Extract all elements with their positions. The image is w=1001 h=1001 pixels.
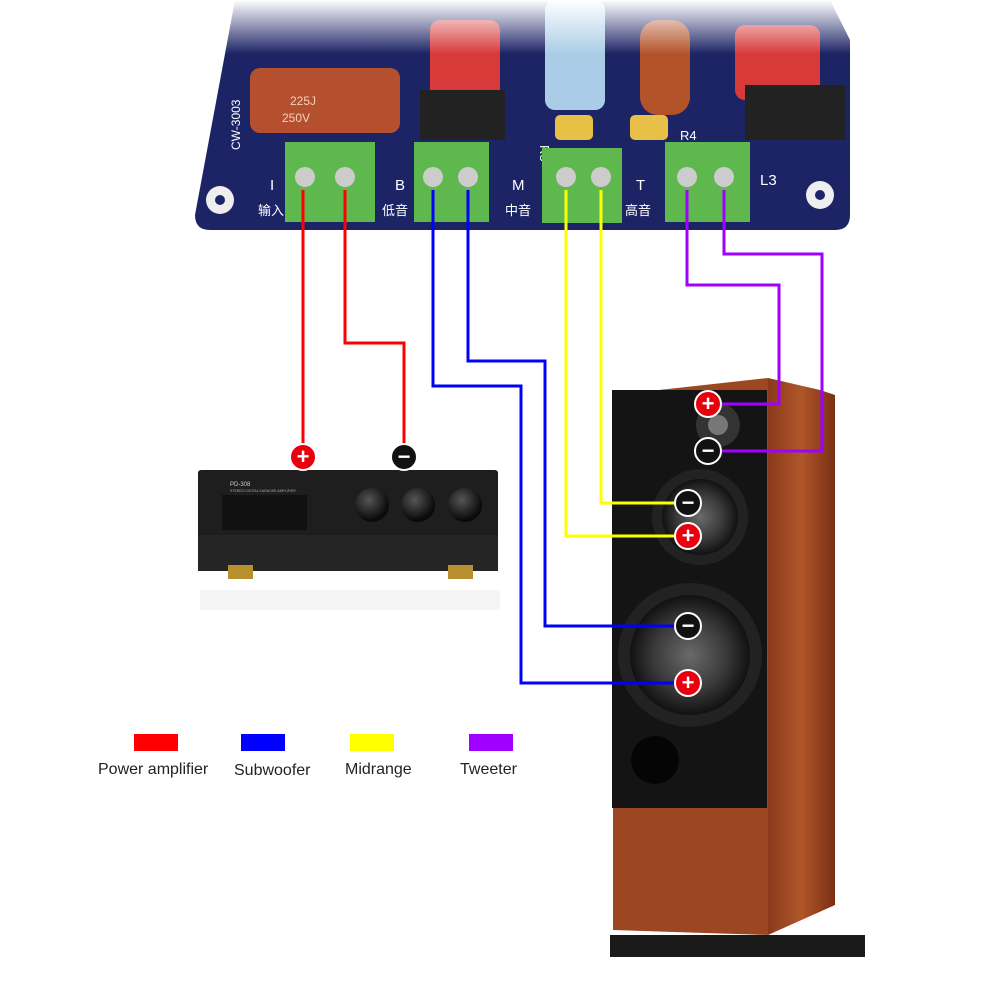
wires (301, 190, 824, 685)
legend-label-tweeter: Tweeter (460, 761, 517, 778)
legend-swatch-subwoofer (241, 734, 285, 751)
volume-knob[interactable] (448, 488, 482, 522)
terminal-input[interactable] (285, 142, 375, 222)
cap-marking: 250V (282, 111, 310, 125)
legend-label-midrange: Midrange (345, 761, 412, 778)
amp-model: PD-308 (230, 482, 251, 488)
wire-mid-minus (599, 190, 688, 505)
plus-icon: + (289, 443, 317, 471)
label-r4: R4 (680, 128, 697, 143)
wire-woofer-plus (431, 190, 688, 685)
volume-knob[interactable] (401, 488, 435, 522)
terminal-bass[interactable] (414, 142, 489, 222)
legend-label-subwoofer: Subwoofer (234, 762, 311, 779)
wire-mid-plus (564, 190, 688, 538)
polarity-markers: + − + − − + − + (289, 390, 722, 697)
amp-subtitle: STEREO DIGITAL KARAOKE AMPLIFIER (230, 489, 296, 493)
label-input: I (270, 177, 274, 194)
wire-woofer-minus (466, 190, 688, 628)
volume-knob[interactable] (355, 488, 389, 522)
label-treble-cn: 高音 (625, 203, 651, 218)
legend-swatch-power (134, 734, 178, 751)
terminal-mid[interactable] (542, 148, 622, 223)
minus-icon: − (390, 443, 418, 471)
svg-text:+: + (297, 444, 310, 469)
legend-swatch-midrange (350, 734, 394, 751)
minus-icon: − (674, 489, 702, 517)
cap-marking: 225J (290, 94, 316, 108)
plus-icon: + (674, 669, 702, 697)
svg-text:−: − (682, 613, 695, 638)
plus-icon: + (694, 390, 722, 418)
label-mid-cn: 中音 (505, 203, 531, 218)
svg-text:+: + (682, 523, 695, 548)
svg-text:+: + (702, 391, 715, 416)
legend-swatch-tweeter (469, 734, 513, 751)
wire-power-minus (343, 190, 406, 455)
plus-icon: + (674, 522, 702, 550)
legend-label-power: Power amplifier (98, 761, 209, 778)
label-bass: B (395, 177, 405, 194)
minus-icon: − (694, 437, 722, 465)
resistor (630, 115, 668, 140)
label-bass-cn: 低音 (382, 203, 408, 218)
crossover-board: CW-3003 R3 R4 L3 I 输入 (195, 0, 855, 230)
svg-text:+: + (682, 670, 695, 695)
amplifier: PD-308 STEREO DIGITAL KARAOKE AMPLIFIER (198, 470, 500, 610)
wire-tweeter-minus (708, 190, 824, 453)
resistor (555, 115, 593, 140)
label-l3: L3 (760, 172, 777, 189)
label-input-cn: 输入 (258, 203, 284, 218)
floor-speaker (610, 378, 865, 957)
wire-tweeter-plus (685, 190, 781, 406)
label-mid: M (512, 177, 525, 194)
label-treble: T (636, 177, 645, 194)
bass-port (631, 736, 679, 784)
svg-text:−: − (702, 438, 715, 463)
terminal-treble[interactable] (665, 142, 750, 222)
minus-icon: − (674, 612, 702, 640)
svg-text:−: − (682, 490, 695, 515)
svg-text:−: − (398, 444, 411, 469)
